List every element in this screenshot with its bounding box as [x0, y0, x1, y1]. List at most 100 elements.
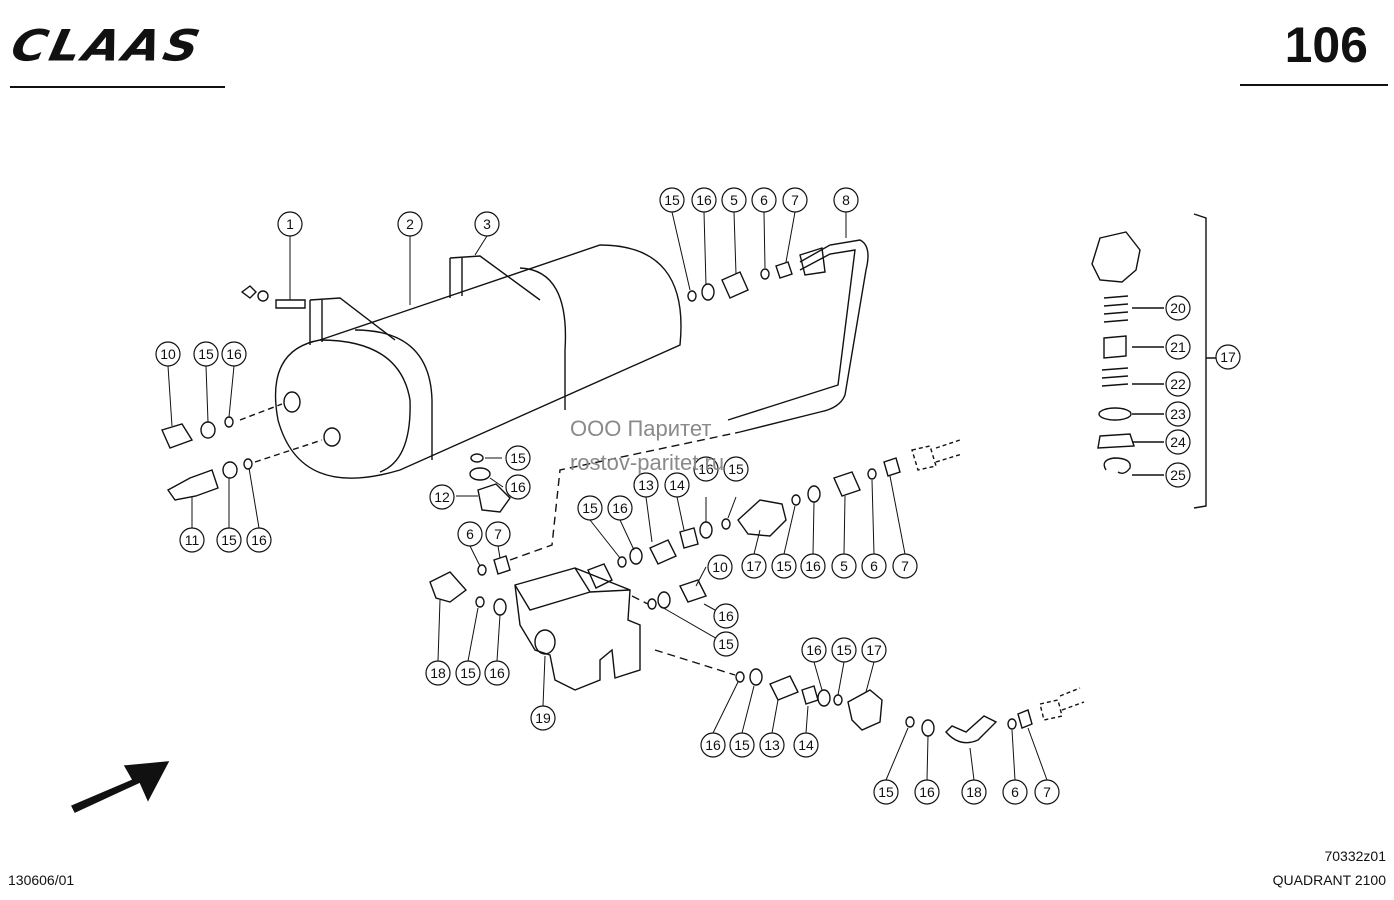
- callout-circle-16: [246, 527, 272, 553]
- kit-bracket: [1193, 213, 1216, 509]
- ring-16-midrow-b: [629, 547, 643, 565]
- callout-label-15: 15: [878, 784, 894, 800]
- pipe: [727, 239, 869, 433]
- dashed-connectors: [509, 431, 741, 676]
- bolt-part: [240, 285, 306, 309]
- callout-circle-14: [793, 732, 819, 758]
- callout-label-15: 15: [718, 636, 734, 652]
- callout-label-5: 5: [730, 192, 738, 208]
- ring-16-bottom: [921, 719, 935, 737]
- callout-circle-19: [530, 705, 556, 731]
- ring-15-plug: [647, 598, 657, 610]
- tank-port-upper: [283, 391, 301, 413]
- fitting-18-left: [429, 571, 468, 603]
- ring-16-left-lower: [243, 458, 253, 470]
- callout-circle-7: [1034, 779, 1060, 805]
- fitting-13-mid: [649, 539, 677, 565]
- ring-6-top: [760, 268, 770, 280]
- callout-label-21: 21: [1170, 339, 1186, 355]
- callout-label-17: 17: [1220, 349, 1236, 365]
- callout-circle-11: [179, 527, 205, 553]
- callout-label-13: 13: [764, 737, 780, 753]
- fitting-5-right: [833, 471, 861, 497]
- pipe-fitting: [799, 247, 826, 276]
- callout-label-15: 15: [728, 461, 744, 477]
- drawing-code: 70332z01: [1324, 848, 1386, 864]
- ring-6-right: [867, 468, 877, 480]
- callout-label-6: 6: [870, 558, 878, 574]
- callout-label-6: 6: [466, 526, 474, 542]
- callout-label-7: 7: [791, 192, 799, 208]
- nut-14-mid: [679, 527, 699, 549]
- callout-circle-3: [474, 211, 500, 237]
- ring-16-left: [224, 416, 234, 428]
- ring-15-midrow-b: [617, 556, 627, 568]
- callout-label-17: 17: [866, 642, 882, 658]
- tank-port-lower: [323, 427, 341, 447]
- page-number: 106: [1284, 17, 1368, 73]
- callout-label-18: 18: [966, 784, 982, 800]
- callout-circle-14: [664, 472, 690, 498]
- callout-circle-7: [485, 521, 511, 547]
- ring-16-right: [807, 485, 821, 503]
- elbow-17-mid: [737, 499, 787, 537]
- ring-15-top: [687, 290, 697, 302]
- callout-label-11: 11: [185, 532, 200, 548]
- callout-label-23: 23: [1170, 406, 1186, 422]
- callout-label-24: 24: [1170, 434, 1186, 450]
- piston-21: [1103, 335, 1127, 359]
- callout-circle-15: [831, 637, 857, 663]
- callout-label-15: 15: [734, 737, 750, 753]
- callout-label-19: 19: [535, 710, 551, 726]
- callout-circle-7: [892, 553, 918, 579]
- air-tank: [274, 244, 682, 479]
- ring-16-mid: [469, 467, 491, 481]
- callout-label-8: 8: [842, 192, 850, 208]
- ring-15-mid: [470, 453, 484, 463]
- callout-label-16: 16: [705, 737, 721, 753]
- callout-label-15: 15: [198, 346, 214, 362]
- ring-15-bottom: [905, 716, 915, 728]
- ring-6-mid: [477, 564, 487, 576]
- valve-19: [514, 567, 641, 691]
- spring-20: [1103, 295, 1129, 323]
- callout-label-15: 15: [582, 500, 598, 516]
- callout-circle-15: [577, 495, 603, 521]
- callout-circle-12: [429, 484, 455, 510]
- callout-label-16: 16: [510, 479, 526, 495]
- callout-circle-16: [700, 732, 726, 758]
- callout-circle-13: [759, 732, 785, 758]
- ring-16-midrow: [699, 521, 713, 539]
- callout-circle-15: [193, 341, 219, 367]
- callout-leaders: [167, 211, 1048, 781]
- callout-circle-25: [1165, 462, 1191, 488]
- callout-circle-15: [771, 553, 797, 579]
- callout-label-16: 16: [612, 500, 628, 516]
- callout-label-15: 15: [221, 532, 237, 548]
- watermark: ООО Паритет rostov-paritet.ru: [570, 412, 724, 480]
- callout-circle-10: [707, 554, 733, 580]
- callout-circle-7: [782, 187, 808, 213]
- ring-16-plug: [657, 591, 671, 609]
- callout-circle-16: [691, 187, 717, 213]
- callout-circle-16: [801, 637, 827, 663]
- kit-leader-lines: [1132, 307, 1164, 476]
- callout-circle-21: [1165, 334, 1191, 360]
- ghost-fitting-right: [911, 439, 963, 471]
- callout-label-16: 16: [226, 346, 242, 362]
- air-tank-band-left: [354, 329, 433, 460]
- valve-19-cover: [514, 567, 631, 611]
- callout-label-3: 3: [483, 216, 491, 232]
- nut-7-top: [775, 261, 793, 279]
- callout-circle-13: [633, 472, 659, 498]
- callout-circle-15: [455, 660, 481, 686]
- valve-19-outlet: [534, 629, 556, 655]
- callout-circle-16: [607, 495, 633, 521]
- ring-6-bottom: [1007, 718, 1017, 730]
- callout-label-20: 20: [1170, 300, 1186, 316]
- callout-circle-15: [723, 456, 749, 482]
- callout-circle-17: [861, 637, 887, 663]
